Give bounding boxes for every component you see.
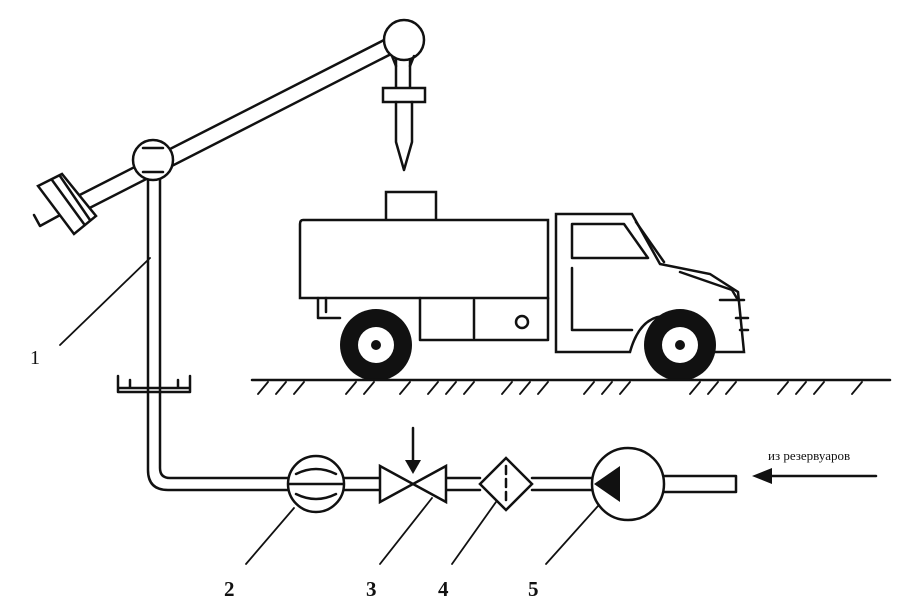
filling-nozzle [381, 58, 427, 172]
label-2: 2 [224, 577, 235, 601]
leader-1 [59, 257, 151, 346]
pipeline [342, 474, 738, 494]
leader-4 [451, 501, 497, 565]
label-1: 1 [30, 347, 40, 369]
shutoff-valve [378, 426, 448, 505]
cab-window [570, 222, 650, 260]
counterweight [32, 172, 98, 236]
filler-hatch [384, 190, 438, 224]
pump [590, 446, 666, 522]
label-5: 5 [528, 577, 539, 601]
source-arrow [752, 468, 878, 484]
swivel-joint [382, 18, 426, 62]
label-3: 3 [366, 577, 377, 601]
leader-5 [545, 505, 599, 565]
stand-pipe [146, 168, 294, 492]
front-wheel [644, 309, 716, 381]
leader-3 [379, 497, 433, 565]
filter [478, 456, 534, 512]
source-label: из резервуаров [768, 448, 850, 463]
pivot-joint [131, 138, 175, 182]
tank-body [298, 218, 550, 300]
tanker-truck [298, 190, 750, 381]
support-flange [116, 374, 192, 394]
rear-wheel [340, 309, 412, 381]
flow-meter [286, 454, 346, 514]
leader-2 [245, 507, 295, 565]
loading-arm [32, 18, 427, 492]
boom-arm [58, 35, 399, 222]
label-4: 4 [438, 577, 449, 601]
ground [250, 378, 892, 395]
